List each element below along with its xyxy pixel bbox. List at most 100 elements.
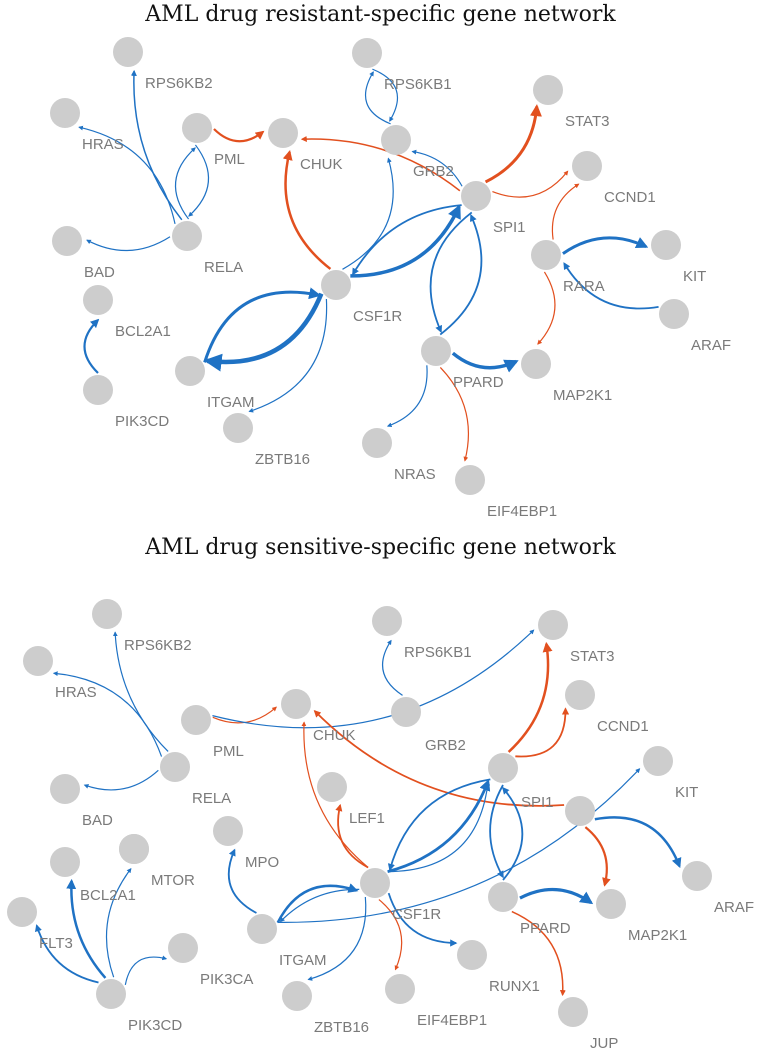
node-jup[interactable]	[558, 997, 588, 1027]
node-pik3ca[interactable]	[168, 933, 198, 963]
node-label-rela: RELA	[204, 259, 243, 276]
node-itgam[interactable]	[247, 914, 277, 944]
node-chuk[interactable]	[281, 689, 311, 719]
node-label-ccnd1: CCND1	[597, 718, 649, 735]
node-spi1[interactable]	[565, 796, 595, 826]
node-grb2[interactable]	[381, 125, 411, 155]
node-eif4ebp1[interactable]	[385, 974, 415, 1004]
edge-pml-to-rela	[188, 144, 209, 217]
node-label-itgam: ITGAM	[207, 394, 255, 411]
edge-csf1r-to-zbtb16	[248, 298, 328, 413]
edge-grb2-to-rps6kb1	[364, 71, 391, 125]
node-hras[interactable]	[23, 646, 53, 676]
node-spi1[interactable]	[461, 181, 491, 211]
node-pml[interactable]	[181, 705, 211, 735]
node-csf1r[interactable]	[360, 868, 390, 898]
edge-pik3cd-to-flt3n	[66, 878, 107, 979]
node-kit[interactable]	[651, 230, 681, 260]
node-bad[interactable]	[50, 774, 80, 804]
node-runx1[interactable]	[457, 940, 487, 970]
edge-pik3cd-to-pik3ca	[124, 955, 168, 985]
node-rps6kb1[interactable]	[352, 38, 382, 68]
edge-rara-to-map2k1	[537, 271, 556, 345]
edge-rela-to-rps6kb2	[130, 69, 183, 221]
node-label-rela: RELA	[192, 790, 231, 807]
edge-ppard-to-eif4ebp1	[439, 367, 470, 462]
edge-csf1r-to-itgam	[279, 888, 360, 923]
node-label-stat3: STAT3	[570, 648, 614, 665]
node-ccnd1[interactable]	[572, 151, 602, 181]
edge-itgam-to-csf1r	[276, 883, 359, 924]
edge-rara-to-ccnd1	[551, 183, 580, 240]
node-label-spi1: SPI1	[493, 219, 526, 236]
node-araf[interactable]	[682, 861, 712, 891]
edge-pik3cd-to-bcl2a1	[83, 318, 100, 374]
node-label-rara: RARA	[563, 278, 605, 295]
node-flt3[interactable]	[7, 897, 37, 927]
edge-pik3cd-to-flt3	[34, 924, 99, 984]
node-araf[interactable]	[659, 299, 689, 329]
node-grb2[interactable]	[488, 753, 518, 783]
node-pik3cd[interactable]	[96, 979, 126, 1009]
node-rps6kb2[interactable]	[113, 37, 143, 67]
node-zbtb16[interactable]	[282, 981, 312, 1011]
node-rps6kb1b[interactable]	[391, 697, 421, 727]
node-rela[interactable]	[172, 221, 202, 251]
node-label-hras: HRAS	[82, 136, 124, 153]
node-chuk[interactable]	[268, 118, 298, 148]
node-rps6kb2[interactable]	[92, 599, 122, 629]
node-csf1r[interactable]	[321, 270, 351, 300]
node-label-ccnd1: CCND1	[604, 189, 656, 206]
node-label-csf1r: CSF1R	[392, 906, 441, 923]
node-pml[interactable]	[182, 113, 212, 143]
node-label-spi1: SPI1	[521, 794, 554, 811]
edge-rela-to-hras	[52, 671, 163, 757]
edge-araf-to-rara	[563, 262, 659, 310]
node-nras[interactable]	[362, 428, 392, 458]
edge-rela-to-bad	[83, 769, 159, 791]
node-label-mpo: MPO	[245, 854, 279, 871]
node-lef1[interactable]	[317, 772, 347, 802]
node-rps6kb1[interactable]	[372, 606, 402, 636]
edge-spi1-to-chuk	[313, 710, 565, 807]
node-ppard[interactable]	[421, 336, 451, 366]
node-label-kit: KIT	[683, 268, 706, 285]
node-stat3[interactable]	[538, 610, 568, 640]
node-rela[interactable]	[160, 752, 190, 782]
node-bcl2a1[interactable]	[83, 285, 113, 315]
node-zbtb16[interactable]	[223, 413, 253, 443]
node-label-chuk: CHUK	[313, 727, 356, 744]
node-label-grb2: GRB2	[425, 737, 466, 754]
edge-spi1-to-grb2	[411, 149, 463, 187]
node-label-pik3ca: PIK3CA	[200, 971, 253, 988]
node-ppard[interactable]	[488, 882, 518, 912]
node-map2k1[interactable]	[521, 349, 551, 379]
edge-csf1r-to-zbtb16	[307, 896, 367, 981]
node-label-stat3: STAT3	[565, 113, 609, 130]
node-eif4ebp1[interactable]	[455, 465, 485, 495]
node-kit[interactable]	[643, 746, 673, 776]
node-label-lef1: LEF1	[349, 810, 385, 827]
edge-csf1r-to-grb2	[342, 157, 394, 270]
node-mtor[interactable]	[119, 834, 149, 864]
node-bad[interactable]	[52, 226, 82, 256]
node-ccnd1[interactable]	[565, 680, 595, 710]
node-itgam[interactable]	[175, 356, 205, 386]
node-flt3n[interactable]	[50, 847, 80, 877]
node-rara[interactable]	[531, 240, 561, 270]
edge-csf1r-to-chuk	[301, 721, 369, 868]
node-stat3[interactable]	[533, 75, 563, 105]
node-label-nras: NRAS	[394, 466, 436, 483]
node-label-pml: PML	[214, 151, 245, 168]
node-mpo[interactable]	[213, 816, 243, 846]
edge-rela-to-pml	[175, 147, 196, 220]
node-hras[interactable]	[50, 98, 80, 128]
edge-spi1-to-map2k1	[584, 826, 611, 887]
node-map2k1[interactable]	[596, 889, 626, 919]
node-label-csf1r: CSF1R	[353, 308, 402, 325]
node-label-pik3cd: PIK3CD	[115, 413, 169, 430]
node-pik3cd[interactable]	[83, 375, 113, 405]
node-label-bad: BAD	[84, 264, 115, 281]
edge-itgam-to-kit	[277, 768, 641, 923]
